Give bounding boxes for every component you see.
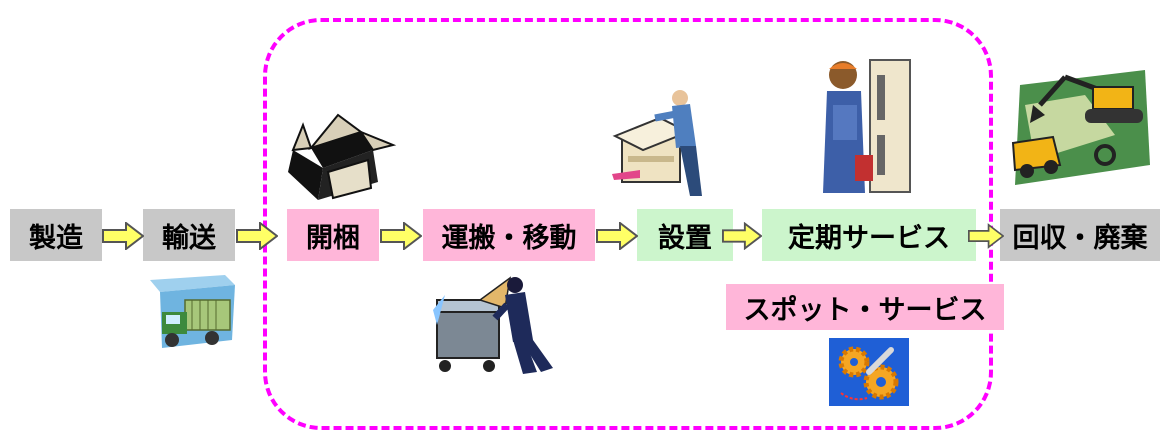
stage-spot-service: スポット・サービス [726, 284, 1004, 330]
flow-arrow-icon [968, 223, 1004, 249]
worker-moving-copier-icon [433, 276, 553, 374]
stage-manufacturing: 製造 [10, 209, 102, 261]
stage-installation: 設置 [637, 209, 733, 261]
stage-transport: 輸送 [143, 209, 235, 261]
stage-collection-disposal: 回収・廃棄 [1000, 209, 1160, 261]
service-scope-region [263, 18, 993, 430]
flow-arrow-icon [102, 222, 144, 250]
stage-periodic-service: 定期サービス [762, 209, 976, 261]
technician-installing-copier-icon [612, 90, 702, 196]
flow-arrow-icon [380, 222, 422, 250]
gears-and-wrench-icon [829, 338, 909, 406]
flow-arrow-icon [596, 222, 638, 250]
stage-moving: 運搬・移動 [423, 209, 595, 261]
delivery-truck-icon [150, 275, 235, 348]
flow-arrow-icon [722, 222, 762, 250]
service-worker-icon [823, 59, 911, 193]
stage-unpacking: 開梱 [287, 209, 379, 261]
demolition-excavator-icon [1011, 70, 1150, 185]
flow-arrow-icon [236, 222, 278, 250]
open-box-icon [288, 113, 397, 200]
